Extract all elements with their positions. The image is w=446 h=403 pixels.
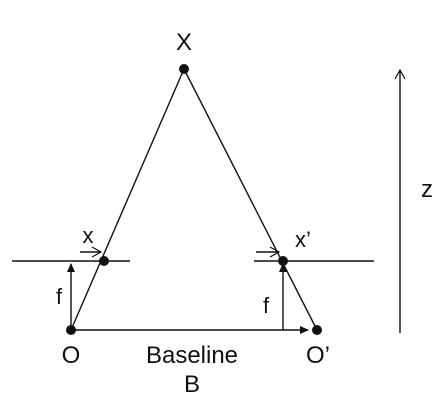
focal-right-label: f [263, 293, 270, 318]
baseline-symbol-label: B [184, 371, 200, 398]
image-point-right-dot [278, 256, 288, 266]
camera-center-right-dot [312, 325, 322, 335]
ray-right [183, 68, 318, 331]
camera-center-left-dot [66, 325, 76, 335]
camera-left-label: O [62, 342, 81, 369]
image-point-left-label: x [83, 223, 94, 248]
camera-right-label: O’ [306, 342, 330, 369]
world-point-dot [179, 64, 189, 74]
ray-left [70, 68, 185, 331]
focal-left-label: f [56, 284, 63, 309]
image-point-right-label: x’ [295, 227, 311, 252]
depth-axis-label: z [421, 176, 433, 203]
world-point-label: X [176, 29, 192, 56]
baseline-word-label: Baseline [146, 342, 238, 369]
image-point-left-dot [99, 256, 109, 266]
